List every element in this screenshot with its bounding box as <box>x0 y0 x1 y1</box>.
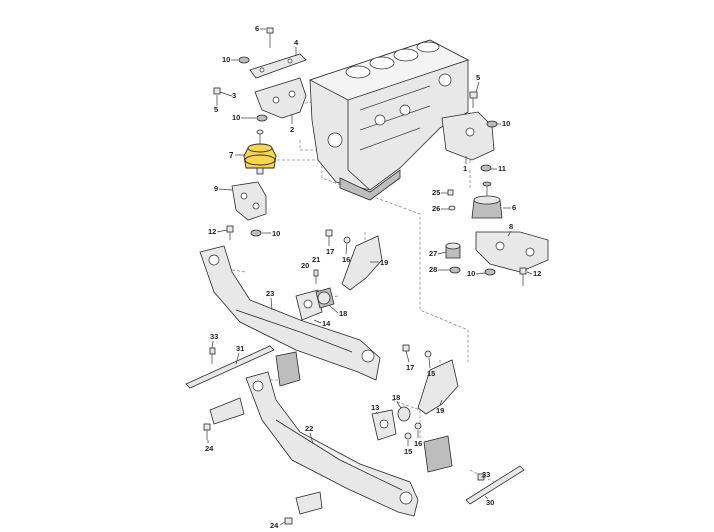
upper-subframe <box>199 229 383 381</box>
callout-labels: 6 10 4 5 10 2 3 7 9 12 10 5 10 1 11 25 2… <box>205 24 541 530</box>
callout-15b: 15 <box>404 447 412 456</box>
callout-6a: 6 <box>255 24 259 33</box>
callout-18a: 18 <box>339 309 347 318</box>
callout-12b: 12 <box>533 269 541 278</box>
callout-27: 27 <box>429 249 437 258</box>
bracket-plate <box>249 53 307 79</box>
callout-23: 23 <box>266 289 274 298</box>
callout-33b: 33 <box>482 470 490 479</box>
callout-15: 15 <box>427 369 435 378</box>
callout-31: 31 <box>236 344 244 353</box>
callout-19b: 19 <box>436 406 444 415</box>
callout-28: 28 <box>429 265 437 274</box>
callout-18b: 18 <box>392 393 400 402</box>
lower-subframe <box>185 344 525 525</box>
callout-30: 30 <box>486 498 494 507</box>
right-bracket-1 <box>441 111 495 161</box>
engine-mount-highlighted <box>243 129 277 175</box>
callout-7: 7 <box>229 151 234 160</box>
callout-25: 25 <box>432 188 440 197</box>
callout-17b: 17 <box>406 363 414 372</box>
callout-9: 9 <box>214 184 218 193</box>
callout-8: 8 <box>509 222 513 231</box>
callout-13: 13 <box>371 403 379 412</box>
mount-bracket <box>254 77 307 119</box>
callout-3: 3 <box>232 91 236 100</box>
callout-10b: 10 <box>232 113 240 122</box>
callout-24b: 24 <box>270 521 279 530</box>
callout-5a: 5 <box>214 105 218 114</box>
callout-17a: 17 <box>326 247 334 256</box>
callout-21: 21 <box>312 255 320 264</box>
callout-6b: 6 <box>512 203 516 212</box>
callout-10c: 10 <box>272 229 280 238</box>
callout-5b: 5 <box>476 73 480 82</box>
callout-24a: 24 <box>205 444 214 453</box>
callout-10a: 10 <box>222 55 230 64</box>
callout-4: 4 <box>294 38 299 47</box>
callout-1: 1 <box>463 164 467 173</box>
callout-2: 2 <box>290 125 294 134</box>
callout-11: 11 <box>498 164 506 173</box>
left-bracket-assembly <box>213 27 307 122</box>
callout-20: 20 <box>301 261 309 270</box>
right-mount-assembly <box>441 91 549 286</box>
callout-10e: 10 <box>467 269 475 278</box>
callout-33a: 33 <box>210 332 218 341</box>
callout-16a: 16 <box>342 255 350 264</box>
callout-12a: 12 <box>208 227 216 236</box>
callout-22: 22 <box>305 424 313 433</box>
callout-14: 14 <box>322 319 331 328</box>
callout-10d: 10 <box>502 119 510 128</box>
callout-26: 26 <box>432 204 440 213</box>
callout-16b: 16 <box>414 439 422 448</box>
lower-left-bracket <box>226 181 267 240</box>
engine-block <box>308 39 470 201</box>
callout-19a: 19 <box>380 258 388 267</box>
